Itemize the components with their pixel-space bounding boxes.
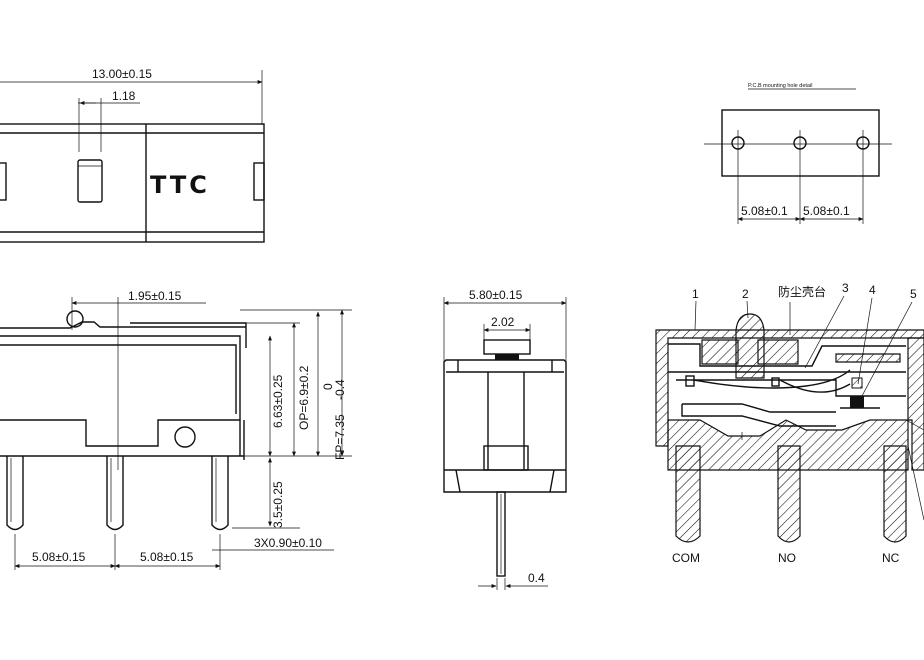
pcb-pitch-right-dim: 5.08±0.1 (803, 204, 850, 218)
free-position-dim: FP=7.35 (333, 414, 347, 460)
pcb-pitch-left-dim: 5.08±0.1 (741, 204, 788, 218)
terminal-no-label: NO (778, 551, 796, 565)
brand-logo: TTC (150, 171, 210, 199)
pin-width-dim: 3X0.90±0.10 (254, 536, 322, 550)
top-view: 13.00±0.15 1.18 TTC (0, 67, 265, 243)
section-view: 1 2 防尘壳台 3 4 5 (655, 281, 924, 565)
front-view: 5.80±0.15 2.02 0.4 (443, 288, 567, 590)
terminal-com-label: COM (672, 551, 700, 565)
lever-offset-dim: 1.95±0.15 (128, 289, 182, 303)
callout-5: 5 (910, 287, 917, 301)
operating-position-dim: OP=6.9±0.2 (297, 365, 311, 430)
fp-upper-tol: 0 (321, 383, 335, 390)
terminal-nc-label: NC (882, 551, 900, 565)
side-view: 1.95±0.15 6.63±0.25 OP=6.9±0.2 0 FP=7.35… (0, 289, 352, 570)
overall-length-dim: 13.00±0.15 (92, 67, 152, 81)
dust-cover-label: 防尘壳台 (778, 284, 826, 299)
pin-pitch-right-dim: 5.08±0.15 (140, 550, 194, 564)
pin-pitch-left-dim: 5.08±0.15 (32, 550, 86, 564)
pin-length-dim: 3.5±0.25 (271, 481, 285, 528)
actuator-width-dim: 1.18 (112, 89, 136, 103)
callout-4: 4 (869, 283, 876, 297)
height-dim: 6.63±0.25 (271, 374, 285, 428)
callout-3: 3 (842, 281, 849, 295)
pcb-detail-title: P.C.B mounting hole detail (748, 83, 812, 89)
actuator-width-front-dim: 2.02 (491, 315, 515, 329)
pin-thickness-dim: 0.4 (528, 571, 545, 585)
pcb-hole-detail: P.C.B mounting hole detail 5.08±0.1 5.08… (704, 83, 892, 224)
body-width-dim: 5.80±0.15 (469, 288, 523, 302)
callout-2: 2 (742, 287, 749, 301)
callout-1: 1 (692, 287, 699, 301)
fp-lower-tol: -0.4 (333, 379, 347, 400)
